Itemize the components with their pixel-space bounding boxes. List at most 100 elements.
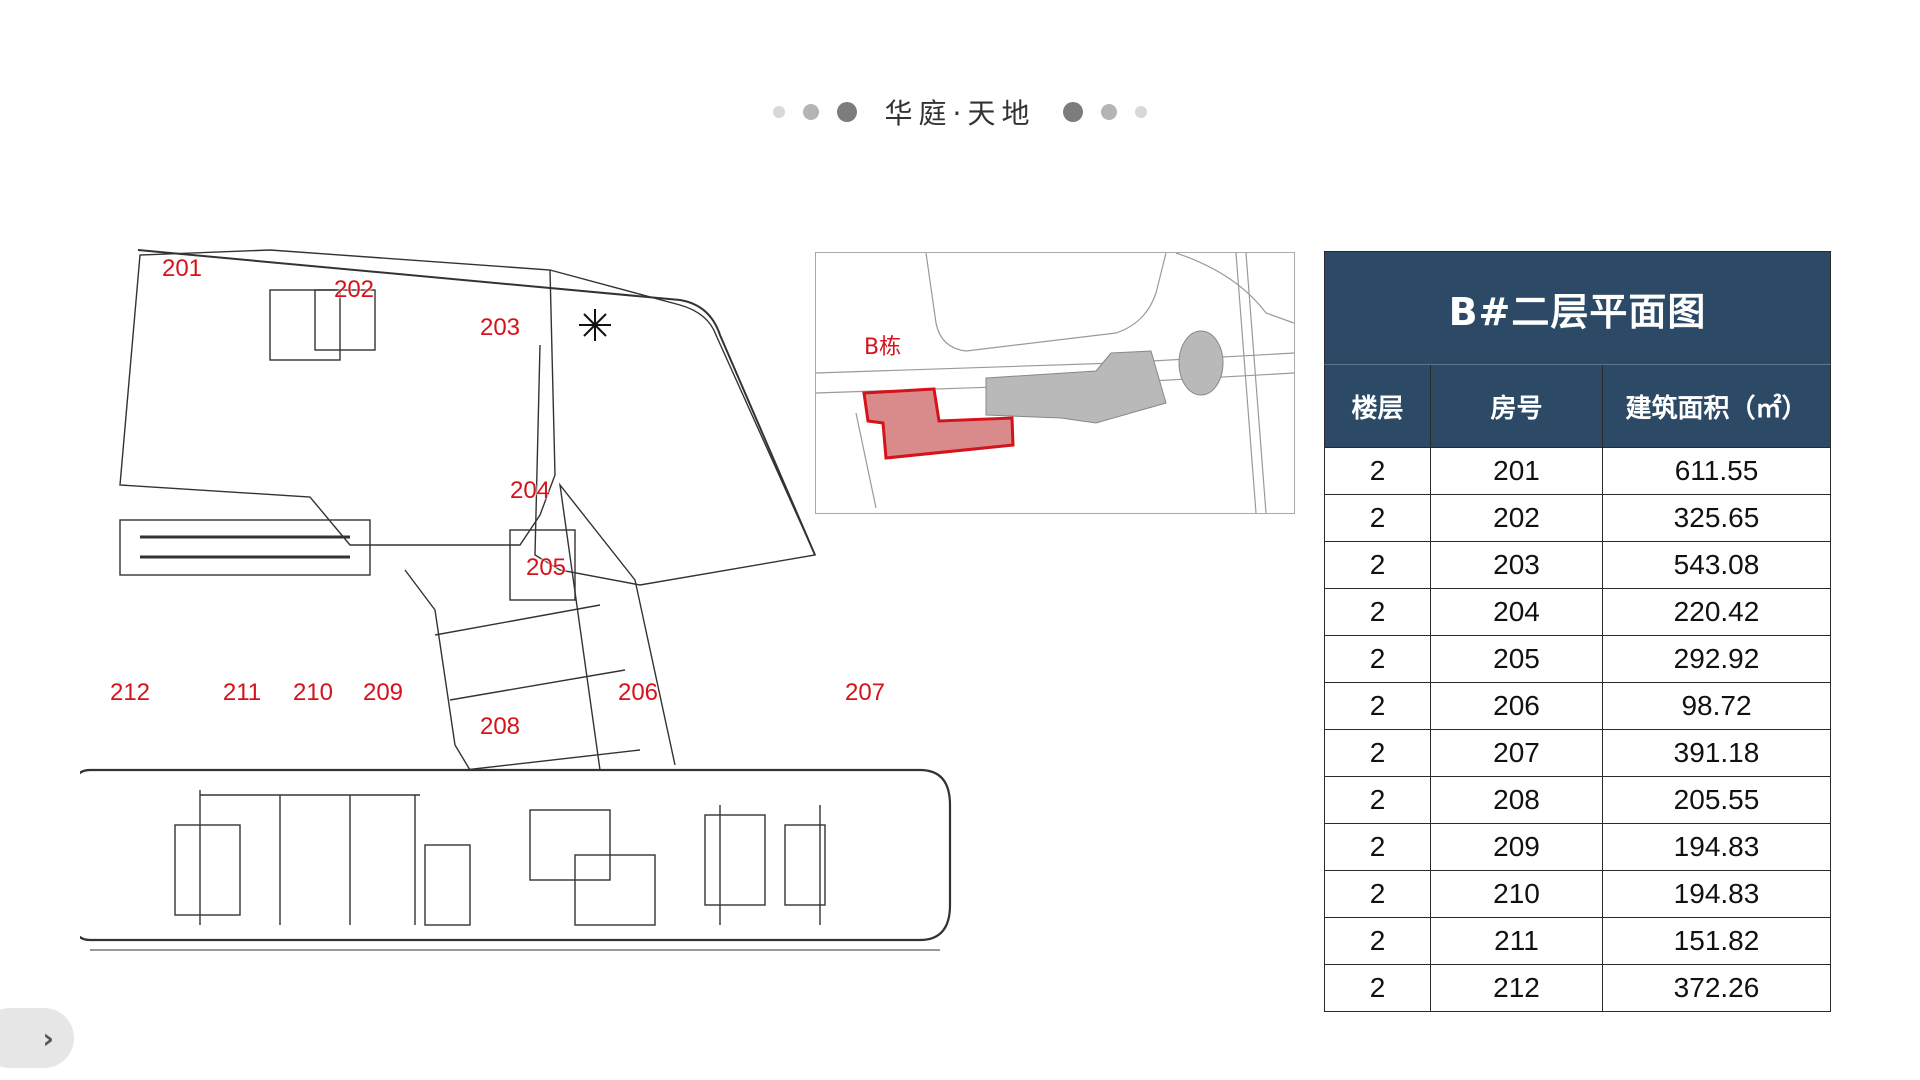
page-title: 华庭·天地 bbox=[884, 97, 1036, 130]
unit-label-208: 208 bbox=[479, 713, 521, 740]
stair-block bbox=[509, 529, 576, 601]
road-line bbox=[925, 253, 1167, 352]
cell-floor: 2 bbox=[1324, 964, 1431, 1012]
unit-label-209: 209 bbox=[362, 679, 404, 706]
dot-icon bbox=[1101, 104, 1118, 120]
column-header-area: 建筑面积（㎡） bbox=[1602, 364, 1831, 448]
cell-room: 207 bbox=[1430, 729, 1603, 777]
stair-block bbox=[784, 824, 826, 906]
plan-wall bbox=[434, 604, 601, 636]
stair-block bbox=[529, 809, 611, 881]
right-dots bbox=[1063, 102, 1148, 122]
dot-icon bbox=[802, 104, 819, 120]
cell-area: 372.26 bbox=[1602, 964, 1831, 1012]
building-block-round bbox=[1178, 330, 1224, 396]
unit-label-206: 206 bbox=[617, 679, 659, 706]
cell-floor: 2 bbox=[1324, 541, 1431, 589]
stair-block bbox=[574, 854, 656, 926]
cell-floor: 2 bbox=[1324, 917, 1431, 965]
table-header-row: 楼层 房号 建筑面积（㎡） bbox=[1324, 364, 1831, 448]
cell-floor: 2 bbox=[1324, 776, 1431, 824]
north-arrow-icon bbox=[579, 309, 611, 341]
cell-area: 98.72 bbox=[1602, 682, 1831, 730]
cell-area: 194.83 bbox=[1602, 823, 1831, 871]
left-dots bbox=[772, 102, 857, 122]
stair-block bbox=[424, 844, 471, 926]
cell-floor: 2 bbox=[1324, 823, 1431, 871]
dot-icon bbox=[1135, 106, 1148, 118]
cell-floor: 2 bbox=[1324, 447, 1431, 495]
road-line bbox=[1245, 253, 1267, 513]
column-header-room: 房号 bbox=[1430, 364, 1603, 448]
dot-icon bbox=[1063, 102, 1084, 122]
cell-room: 209 bbox=[1430, 823, 1603, 871]
stair-block bbox=[314, 289, 376, 351]
plan-outline-203 bbox=[534, 269, 817, 586]
cell-room: 203 bbox=[1430, 541, 1603, 589]
cell-room: 202 bbox=[1430, 494, 1603, 542]
cell-area: 194.83 bbox=[1602, 870, 1831, 918]
page-header: 华庭·天地 bbox=[0, 88, 1920, 136]
cell-room: 204 bbox=[1430, 588, 1603, 636]
cell-area: 220.42 bbox=[1602, 588, 1831, 636]
cell-floor: 2 bbox=[1324, 635, 1431, 683]
next-page-button[interactable]: › bbox=[0, 1008, 74, 1068]
cell-floor: 2 bbox=[1324, 588, 1431, 636]
unit-label-212: 212 bbox=[109, 679, 151, 706]
cell-area: 292.92 bbox=[1602, 635, 1831, 683]
cell-area: 391.18 bbox=[1602, 729, 1831, 777]
plan-wall bbox=[449, 669, 626, 701]
stair-block bbox=[269, 289, 341, 361]
table-title: B#二层平面图 bbox=[1324, 251, 1831, 365]
column-header-floor: 楼层 bbox=[1324, 364, 1431, 448]
plan-outline-204-205 bbox=[404, 482, 676, 771]
unit-label-205: 205 bbox=[525, 554, 567, 581]
floor-plan: 201 202 203 204 205 206 207 208 209 210 … bbox=[70, 225, 1170, 1005]
unit-label-210: 210 bbox=[292, 679, 334, 706]
plan-wall bbox=[464, 749, 641, 771]
site-map-drawing bbox=[816, 253, 1294, 513]
road-line bbox=[855, 412, 877, 509]
stair-block bbox=[704, 814, 766, 906]
unit-label-201: 201 bbox=[161, 255, 203, 282]
road-line bbox=[1235, 253, 1257, 513]
plan-outline-top-wall bbox=[137, 249, 816, 556]
cell-floor: 2 bbox=[1324, 682, 1431, 730]
building-block-gray bbox=[985, 350, 1167, 424]
chevron-right-icon: › bbox=[42, 1021, 54, 1055]
cell-room: 206 bbox=[1430, 682, 1603, 730]
cell-area: 325.65 bbox=[1602, 494, 1831, 542]
unit-label-202: 202 bbox=[333, 276, 375, 303]
escalator-block bbox=[119, 519, 371, 576]
cell-room: 205 bbox=[1430, 635, 1603, 683]
unit-label-207: 207 bbox=[844, 679, 886, 706]
site-location-map: B栋 bbox=[815, 252, 1295, 514]
cell-floor: 2 bbox=[1324, 729, 1431, 777]
cell-room: 211 bbox=[1430, 917, 1603, 965]
stair-block bbox=[174, 824, 241, 916]
cell-floor: 2 bbox=[1324, 870, 1431, 918]
floor-plan-drawing bbox=[70, 249, 952, 951]
cell-area: 611.55 bbox=[1602, 447, 1831, 495]
building-b-label: B栋 bbox=[864, 335, 902, 360]
cell-floor: 2 bbox=[1324, 494, 1431, 542]
dot-icon bbox=[836, 102, 857, 122]
cell-area: 205.55 bbox=[1602, 776, 1831, 824]
road-line bbox=[1175, 253, 1294, 324]
cell-room: 201 bbox=[1430, 447, 1603, 495]
cell-area: 543.08 bbox=[1602, 541, 1831, 589]
unit-label-211: 211 bbox=[222, 679, 262, 706]
